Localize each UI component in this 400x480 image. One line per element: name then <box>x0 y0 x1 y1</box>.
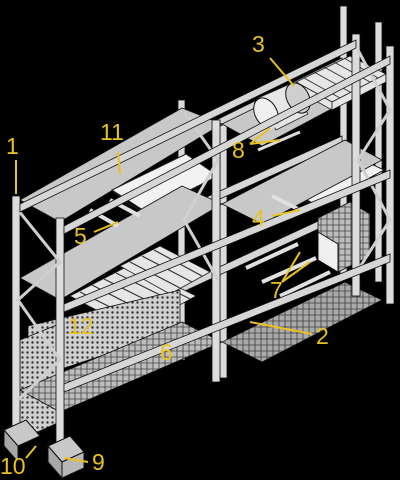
callout-9: 9 <box>92 449 105 475</box>
callout-10: 10 <box>0 453 26 479</box>
callout-6: 6 <box>160 339 173 365</box>
callout-11: 11 <box>100 119 124 145</box>
mid-level-decks <box>19 139 383 301</box>
callout-4: 4 <box>252 205 265 231</box>
callout-2: 2 <box>316 323 329 349</box>
callout-8: 8 <box>232 137 245 163</box>
base-plates <box>3 419 85 480</box>
callout-12: 12 <box>68 313 94 339</box>
callout-labels: 1 2 3 4 5 6 7 8 9 10 11 12 <box>0 31 329 479</box>
callout-3: 3 <box>252 31 265 57</box>
callout-5: 5 <box>74 223 87 249</box>
callout-7: 7 <box>270 277 283 303</box>
callout-leaders <box>15 57 313 463</box>
callout-1: 1 <box>6 133 19 159</box>
front-beams <box>19 39 391 393</box>
